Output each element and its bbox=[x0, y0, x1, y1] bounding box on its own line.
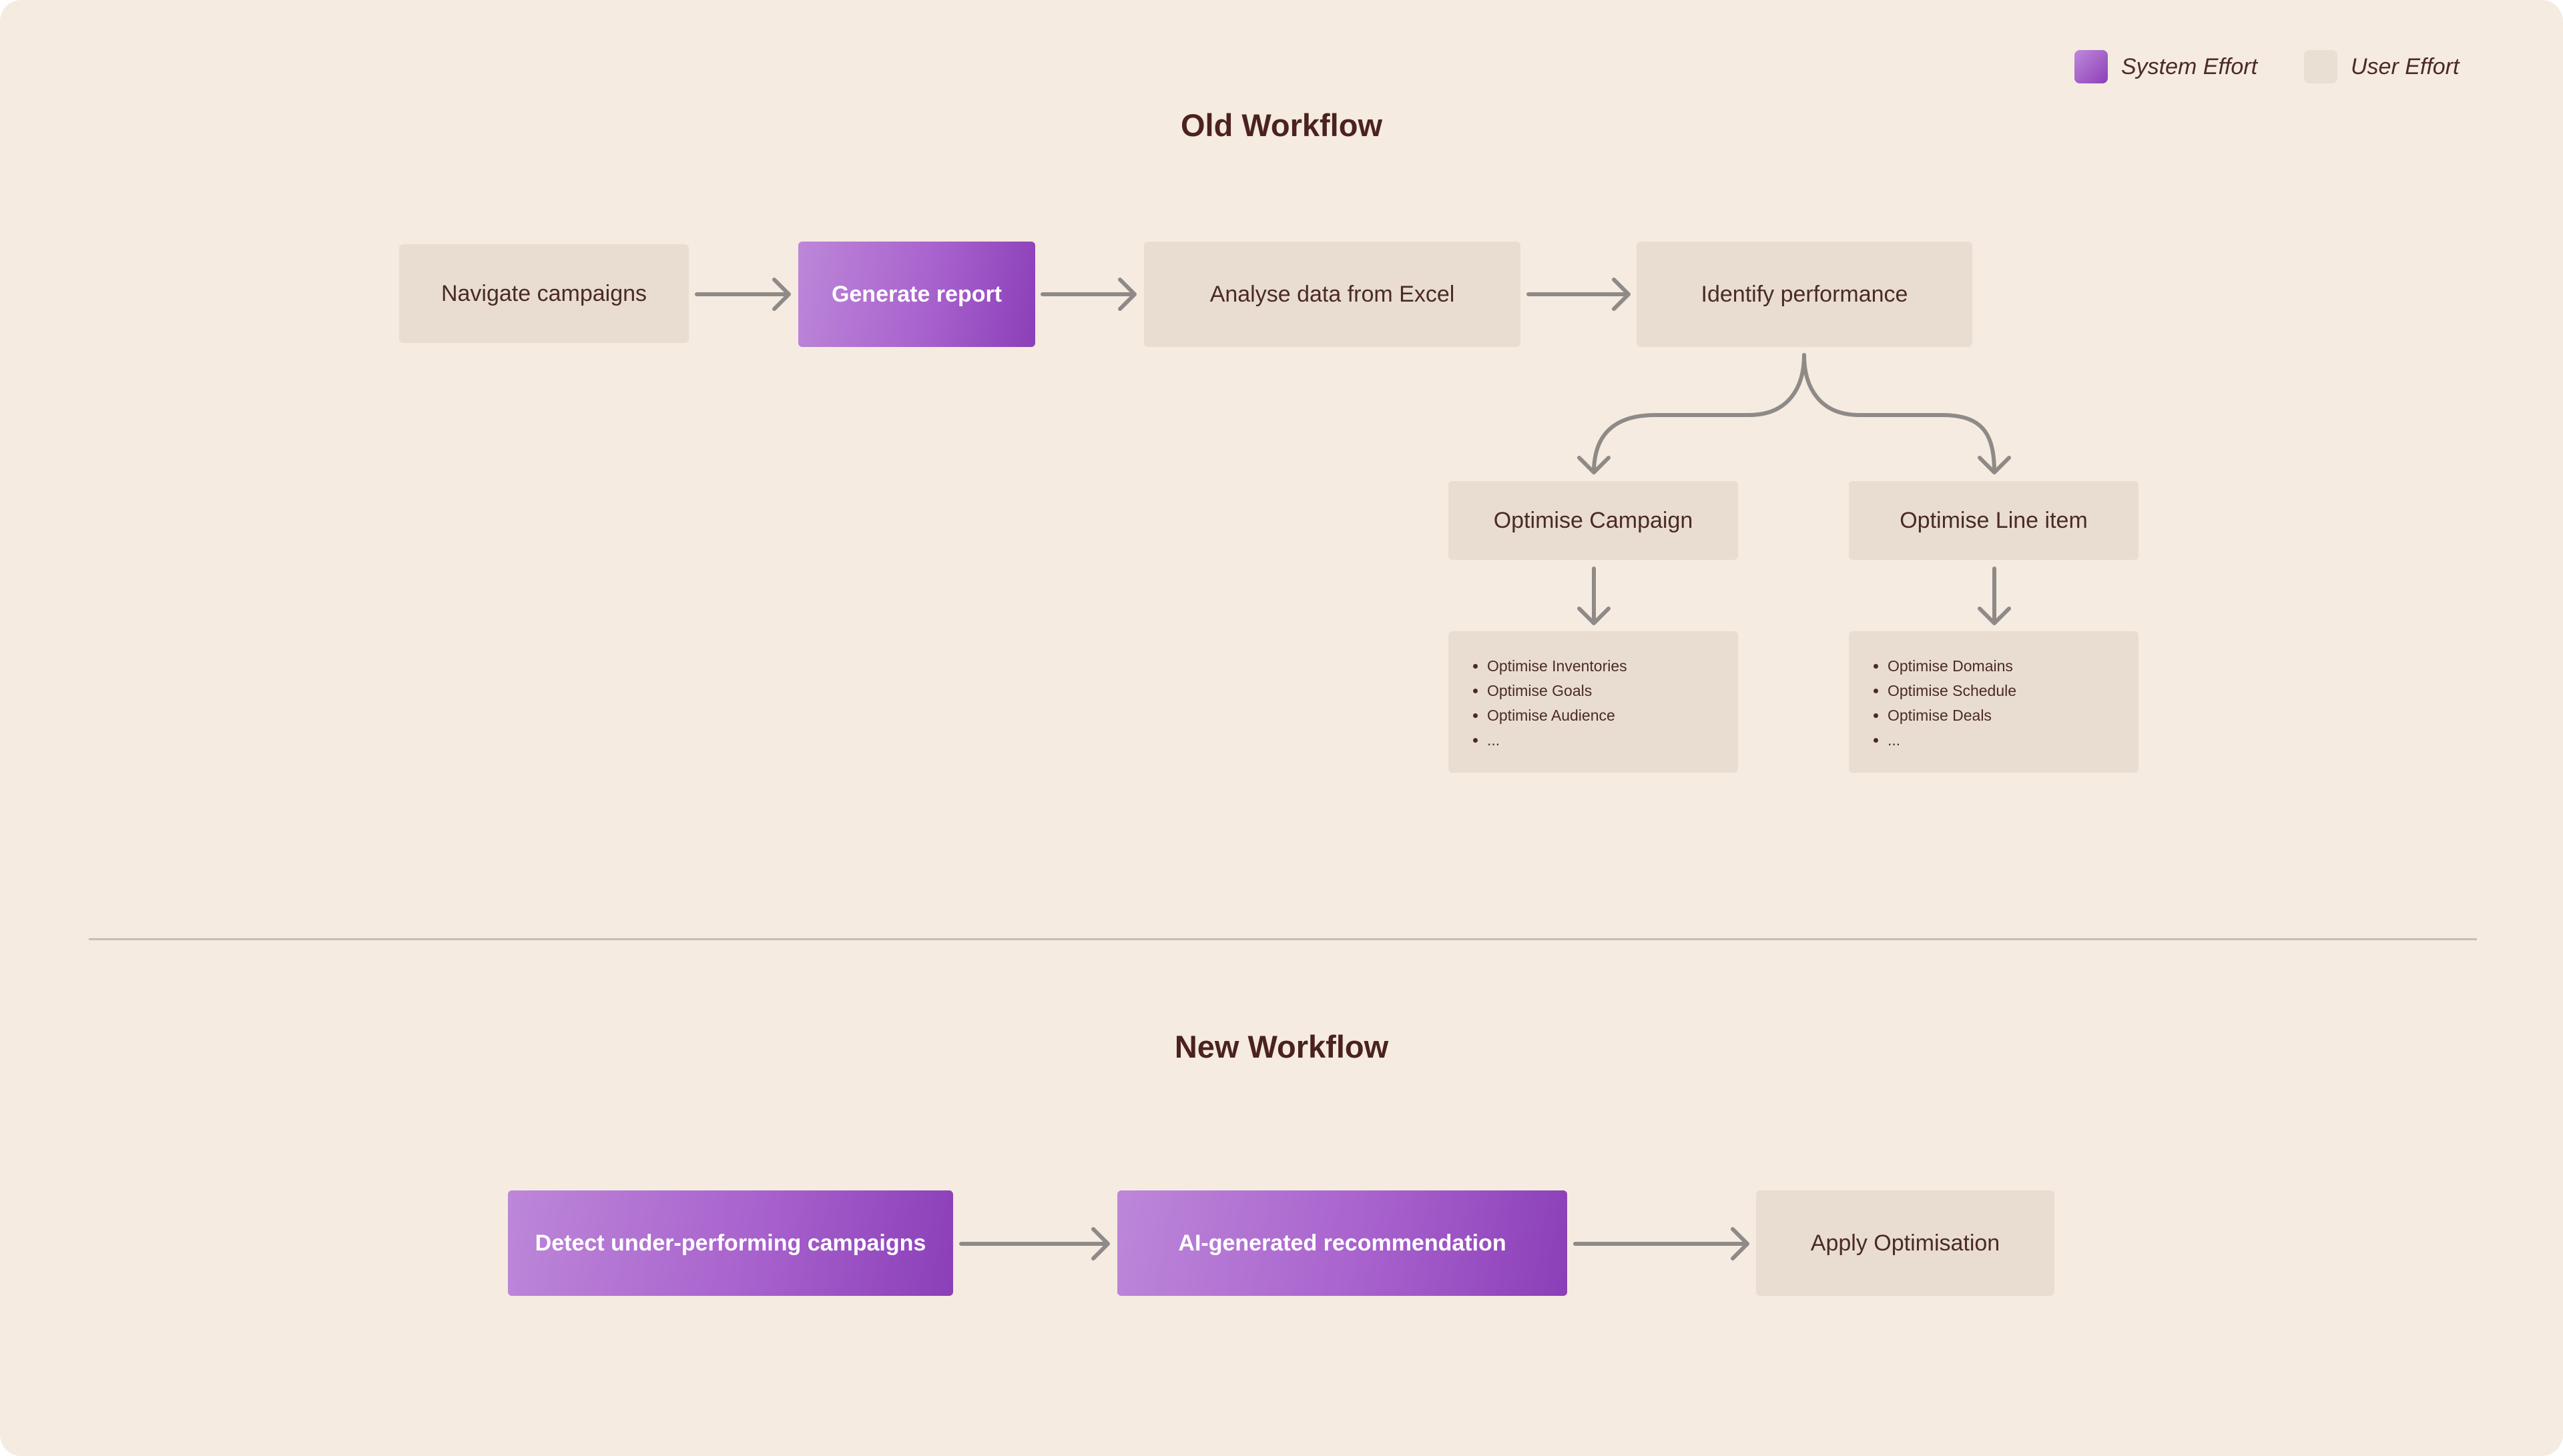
arrow-lineitem-to-list bbox=[1978, 567, 2011, 625]
step-analyse-data: Analyse data from Excel bbox=[1144, 242, 1520, 347]
legend-system-label: System Effort bbox=[2121, 53, 2258, 79]
arrow-detect-to-ai bbox=[959, 1227, 1110, 1260]
list-item: Optimise Schedule bbox=[1888, 679, 2125, 703]
list-item: Optimise Domains bbox=[1888, 654, 2125, 679]
step-optimise-campaign: Optimise Campaign bbox=[1448, 481, 1738, 560]
step-navigate-campaigns: Navigate campaigns bbox=[399, 244, 689, 343]
arrow-identify-to-optimise-campaign bbox=[1577, 353, 1806, 474]
step-generate-report: Generate report bbox=[798, 242, 1035, 347]
legend-system: System Effort bbox=[2074, 50, 2257, 83]
list-item: ... bbox=[1888, 728, 2125, 753]
arrow-identify-to-optimise-lineitem bbox=[1802, 353, 2011, 474]
arrow-navigate-to-generate bbox=[695, 278, 791, 311]
arrow-ai-to-apply bbox=[1573, 1227, 1749, 1260]
arrow-campaign-to-list bbox=[1577, 567, 1611, 625]
legend-user-label: User Effort bbox=[2351, 53, 2460, 79]
new-workflow-title: New Workflow bbox=[1174, 1029, 1389, 1064]
list-item: Optimise Goals bbox=[1487, 679, 1725, 703]
old-workflow-title: Old Workflow bbox=[1180, 107, 1382, 143]
list-item: Optimise Inventories bbox=[1487, 654, 1725, 679]
step-detect-underperforming: Detect under-performing campaigns bbox=[508, 1190, 953, 1296]
step-optimise-line-item: Optimise Line item bbox=[1849, 481, 2139, 560]
arrow-generate-to-analyse bbox=[1041, 278, 1137, 311]
legend-user: User Effort bbox=[2304, 50, 2459, 83]
list-item: Optimise Deals bbox=[1888, 703, 2125, 728]
list-item: Optimise Audience bbox=[1487, 703, 1725, 728]
user-effort-swatch bbox=[2304, 50, 2337, 83]
lineitem-optimisation-list: Optimise Domains Optimise Schedule Optim… bbox=[1849, 631, 2139, 773]
step-ai-recommendation: AI-generated recommendation bbox=[1117, 1190, 1567, 1296]
campaign-optimisation-list: Optimise Inventories Optimise Goals Opti… bbox=[1448, 631, 1738, 773]
section-divider bbox=[89, 938, 2477, 940]
step-identify-performance: Identify performance bbox=[1637, 242, 1972, 347]
arrow-analyse-to-identify bbox=[1526, 278, 1631, 311]
step-apply-optimisation: Apply Optimisation bbox=[1756, 1190, 2054, 1296]
list-item: ... bbox=[1487, 728, 1725, 753]
system-effort-swatch bbox=[2074, 50, 2108, 83]
